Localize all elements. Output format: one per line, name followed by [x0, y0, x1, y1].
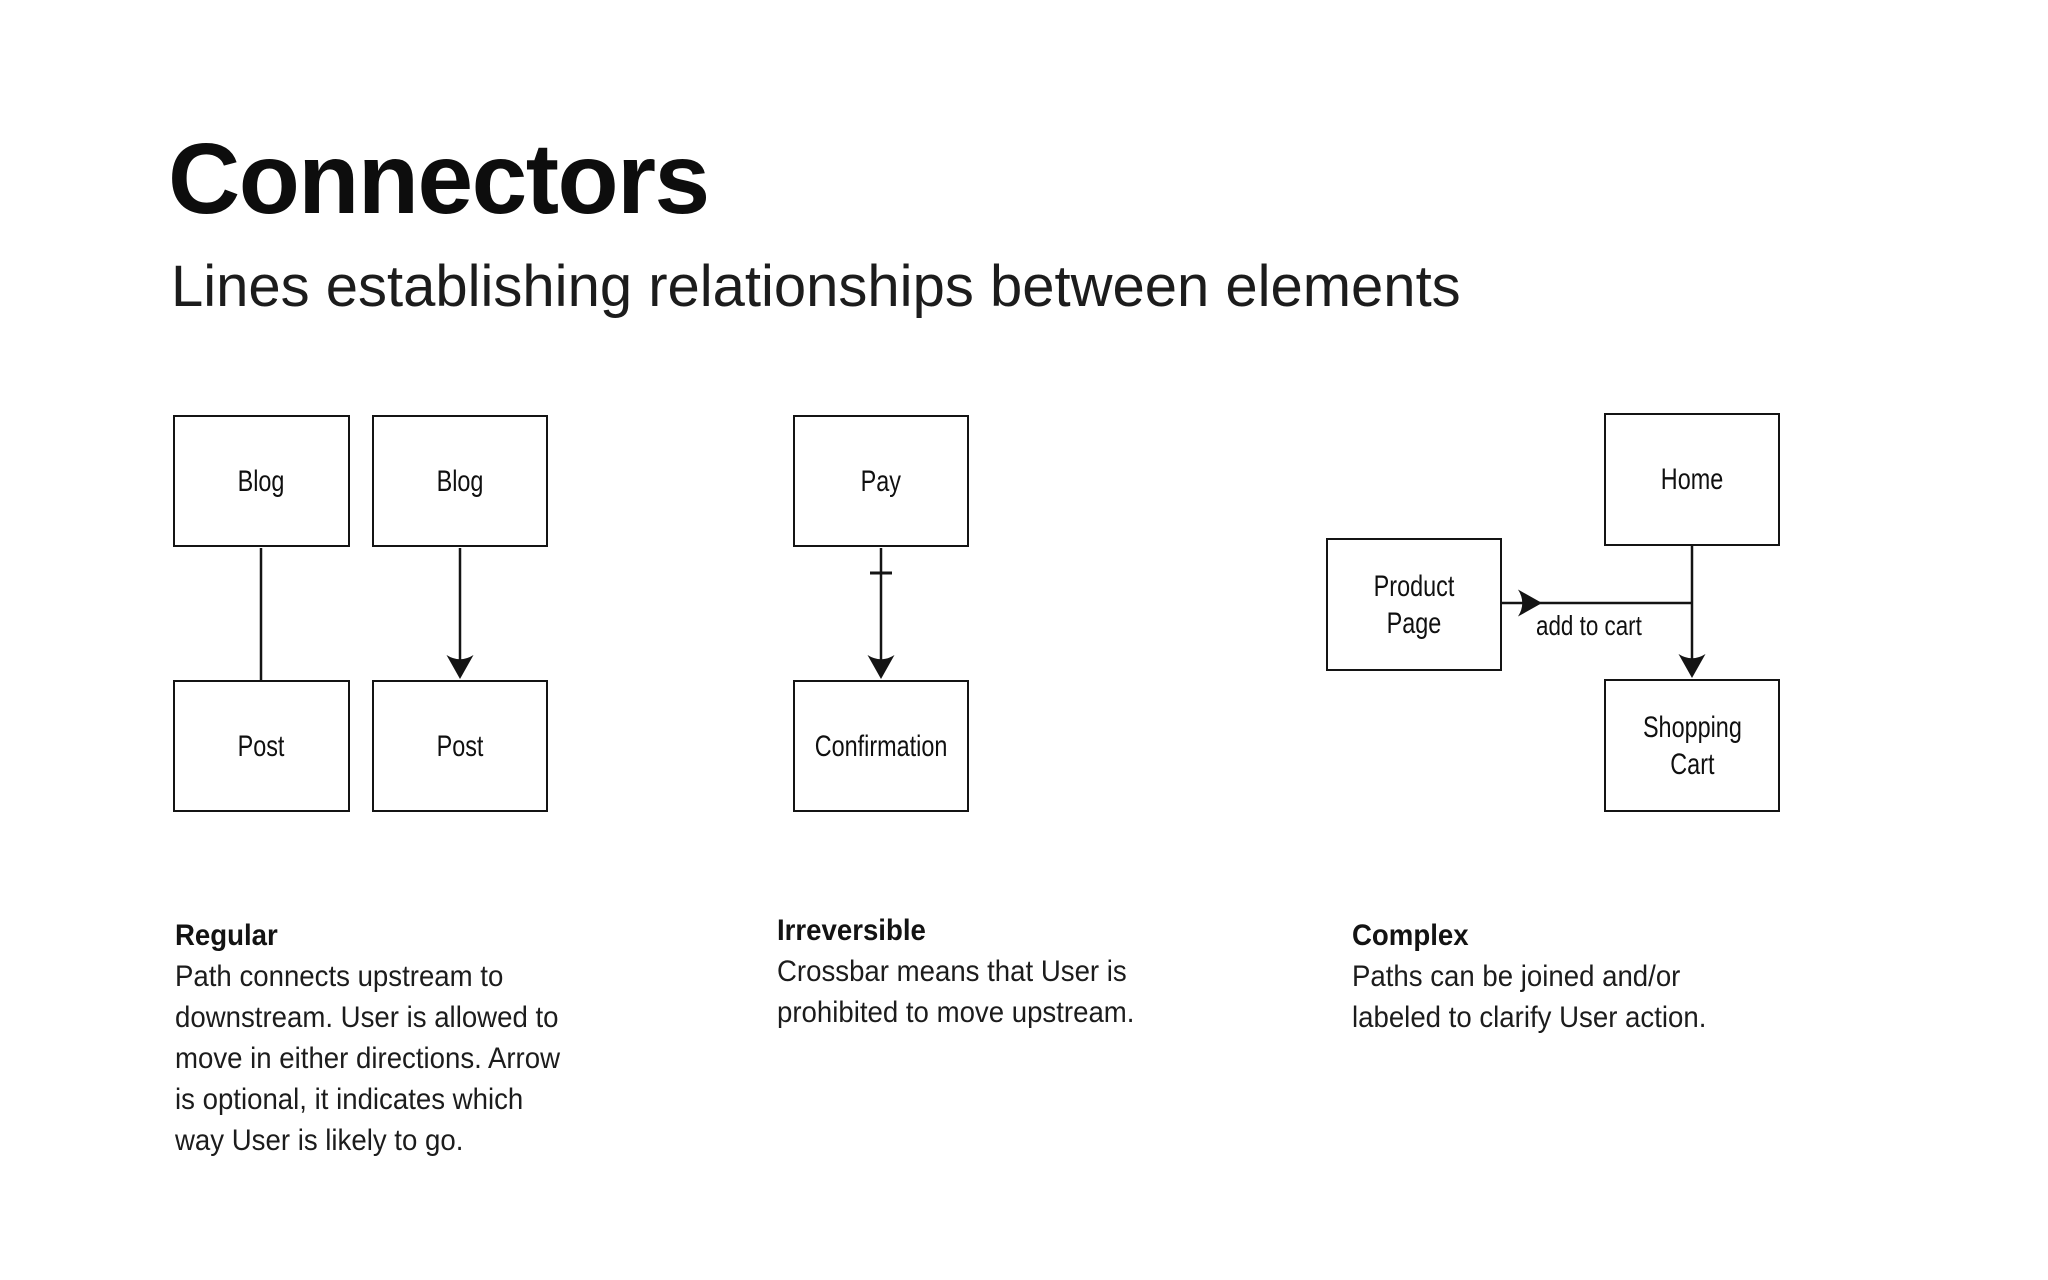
regular-down-arrowhead-icon — [446, 655, 474, 679]
note-irreversible-body: Crossbar means that User is prohibited t… — [777, 955, 1135, 1029]
note-regular: Regular Path connects upstream to downst… — [175, 915, 775, 1161]
note-regular-body: Path connects upstream to downstream. Us… — [175, 960, 561, 1157]
note-regular-heading: Regular — [175, 919, 278, 952]
note-complex-body: Paths can be joined and/or labeled to cl… — [1352, 960, 1707, 1034]
add-to-cart-edge-label: add to cart — [1536, 610, 1642, 641]
confirmation-box: Confirmation — [793, 680, 969, 812]
note-irreversible-heading: Irreversible — [777, 914, 926, 947]
pay-box: Pay — [793, 415, 969, 547]
home-box: Home — [1604, 413, 1780, 546]
page-subtitle: Lines establishing relationships between… — [171, 254, 1461, 319]
shopping-cart-box: Shopping Cart — [1604, 679, 1780, 812]
blog-box-arrow: Blog — [372, 415, 548, 547]
irreversible-down-arrowhead-icon — [867, 655, 895, 679]
post-box-arrow: Post — [372, 680, 548, 812]
note-irreversible: Irreversible Crossbar means that User is… — [777, 910, 1377, 1033]
note-complex: Complex Paths can be joined and/or label… — [1352, 915, 1952, 1038]
note-complex-heading: Complex — [1352, 919, 1469, 952]
post-box-plain-label: Post — [238, 729, 285, 763]
page-title: Connectors — [168, 123, 710, 235]
home-box-label: Home — [1660, 463, 1724, 496]
confirmation-box-label: Confirmation — [814, 729, 948, 763]
pay-box-label: Pay — [860, 464, 902, 498]
post-box-arrow-label: Post — [436, 729, 484, 763]
shopping-cart-box-label: Shopping Cart — [1642, 710, 1742, 781]
complex-down-arrowhead-icon — [1678, 654, 1706, 678]
blog-box-plain: Blog — [173, 415, 350, 547]
complex-right-arrowhead-icon — [1518, 589, 1542, 617]
blog-box-plain-label: Blog — [238, 464, 285, 498]
blog-box-arrow-label: Blog — [436, 464, 484, 498]
post-box-plain: Post — [173, 680, 350, 812]
product-page-box: Product Page — [1326, 538, 1502, 671]
product-page-box-label: Product Page — [1373, 569, 1455, 640]
